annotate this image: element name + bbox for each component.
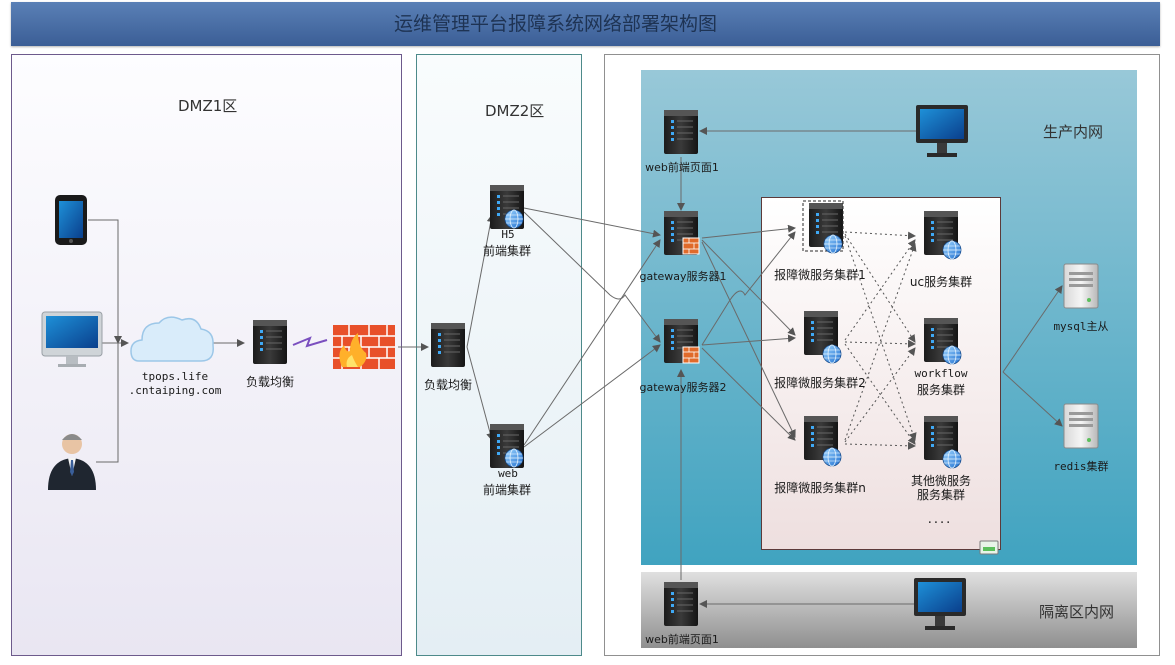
firewall-icon <box>333 325 395 369</box>
globe-icon-svcn <box>822 447 842 467</box>
connector-h5-gw2 <box>523 211 661 343</box>
connector-gw2-svc1 <box>701 231 796 346</box>
connector-gw1-svc2 <box>701 239 796 336</box>
zone-isolation <box>641 572 1137 648</box>
globe-icon-web <box>504 448 524 468</box>
zone-label-isolation: 隔离区内网 <box>1039 603 1115 621</box>
imac-icon <box>41 311 103 367</box>
connector-micro-redis <box>1002 371 1063 427</box>
connector-lb2-web <box>466 346 495 441</box>
connector-gw1-svc1 <box>701 224 796 239</box>
globe-icon-svc1 <box>823 234 843 254</box>
web-page-iso-label: web前端页面1 <box>645 633 719 646</box>
mysql-label: mysql主从 <box>1053 320 1109 333</box>
cloud-icon <box>130 316 214 362</box>
monitor-icon-prod <box>916 105 968 157</box>
connector-user-cloud <box>96 339 129 463</box>
zone-label-dmz2: DMZ2区 <box>485 102 545 120</box>
server-icon-lb2 <box>430 322 466 368</box>
lb2-label: 负载均衡 <box>423 378 472 392</box>
monitor-icon-isolation <box>914 578 966 630</box>
battery-icon <box>979 540 999 555</box>
lb1-label: 负载均衡 <box>245 375 294 389</box>
connector-web-gw2 <box>523 344 661 448</box>
ellipsis-label: .... <box>927 512 953 527</box>
server-icon-redis <box>1063 403 1099 449</box>
firewall-badge-icon-gateway1 <box>682 237 700 255</box>
h5-label-line2: 前端集群 <box>482 244 531 258</box>
connector-gw2-svcn <box>701 347 796 441</box>
cloud-label-line2: .cntaiping.com <box>128 384 222 397</box>
globe-icon-other <box>942 449 962 469</box>
connector-web-gw1 <box>523 239 661 446</box>
gateway1-label: gateway服务器1 <box>639 270 727 283</box>
workflow-label-line2: 服务集群 <box>916 383 965 397</box>
connector-micro-mysql <box>1002 285 1063 373</box>
title-bar: 运维管理平台报障系统网络部署架构图 <box>11 2 1160 46</box>
svcn-label: 报障微服务集群n <box>774 481 866 495</box>
zone-label-production: 生产内网 <box>1043 123 1104 141</box>
connector-lb2-h5 <box>466 214 495 348</box>
connector-tablet-cloud <box>88 219 122 344</box>
redis-label: redis集群 <box>1053 460 1109 473</box>
other-label-line2: 服务集群 <box>916 488 965 502</box>
cloud-label-line1: tpops.life <box>141 370 209 383</box>
web-label-line2: 前端集群 <box>482 483 531 497</box>
service-mesh-links <box>844 231 917 450</box>
server-icon-web-page-prod <box>663 109 699 155</box>
firewall-badge-icon-gateway2 <box>682 346 700 364</box>
uc-label: uc服务集群 <box>909 275 973 289</box>
server-icon-web-page-iso <box>663 581 699 627</box>
web-page-prod-label: web前端页面1 <box>645 161 719 174</box>
server-icon-lb1 <box>252 319 288 365</box>
other-label-line1: 其他微服务 <box>910 474 971 488</box>
svc1-label: 报障微服务集群1 <box>774 268 866 282</box>
user-icon <box>48 434 96 490</box>
connector-h5-gw1 <box>523 207 661 238</box>
globe-icon-workflow <box>942 345 962 365</box>
globe-icon-uc <box>942 240 962 260</box>
zone-label-dmz1: DMZ1区 <box>178 97 238 115</box>
web-label-line1: web <box>498 467 518 480</box>
globe-icon-svc2 <box>822 344 842 364</box>
svc2-label: 报障微服务集群2 <box>774 376 866 390</box>
page-title: 运维管理平台报障系统网络部署架构图 <box>393 13 717 35</box>
server-rack-icon-svc1 <box>802 200 844 252</box>
h5-label-line1: H5 <box>501 228 515 241</box>
tablet-icon <box>55 195 87 245</box>
gateway2-label: gateway服务器2 <box>639 381 727 394</box>
server-icon-mysql <box>1063 263 1099 309</box>
connector-gw1-svcn <box>701 241 796 438</box>
microservice-box <box>761 197 1001 550</box>
workflow-label-line1: workflow <box>914 367 968 380</box>
lightning-icon <box>292 336 328 348</box>
connector-gw2-svc2 <box>701 334 796 346</box>
globe-icon-h5 <box>504 209 524 229</box>
